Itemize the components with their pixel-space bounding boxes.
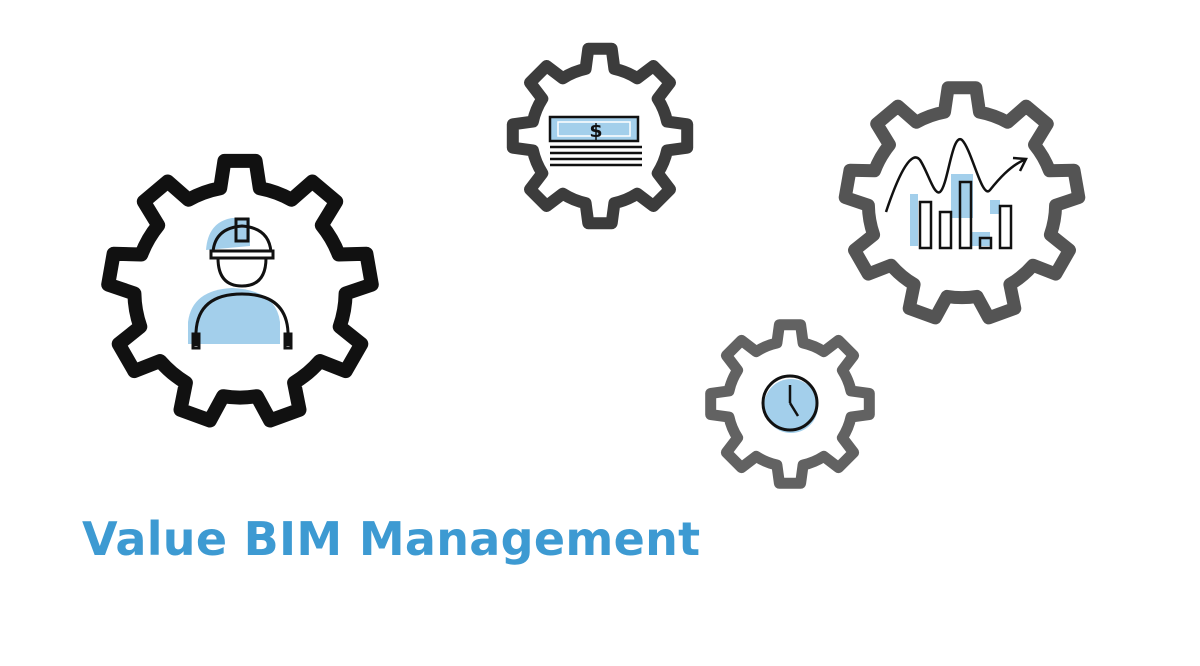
money-gear: $ — [506, 42, 694, 230]
construction-worker-icon — [188, 217, 293, 350]
worker-shoulders — [194, 292, 290, 346]
chart-trend-line — [884, 138, 1025, 213]
dollar-symbol: $ — [589, 120, 602, 142]
worker-helmet-crest — [234, 217, 250, 243]
worker-shoulder-left — [191, 332, 201, 350]
clock-face — [761, 374, 819, 432]
chart-bar-fill-1 — [910, 194, 918, 246]
worker-gear — [101, 153, 379, 428]
chart-bar-3 — [958, 180, 973, 250]
money-gear-outline — [506, 42, 694, 230]
chart-bar-fill-4 — [990, 200, 1000, 214]
worker-helmet-brim — [209, 249, 275, 260]
analytics-gear-outline — [838, 81, 1086, 325]
bill-top-inner — [557, 121, 631, 137]
chart-bar-4 — [978, 236, 993, 250]
time-gear-outline — [705, 319, 875, 489]
analytics-gear — [838, 81, 1086, 325]
bill-top — [548, 115, 640, 143]
worker-helmet-fill — [206, 218, 250, 250]
worker-shoulder-right — [283, 332, 293, 350]
chart-bar-1 — [918, 200, 933, 250]
worker-helmet — [211, 224, 273, 253]
bar-line-chart-icon — [884, 138, 1028, 250]
dollar-bills-icon: $ — [548, 115, 642, 167]
chart-bar-5 — [998, 204, 1013, 250]
clock-icon — [761, 374, 819, 433]
chart-bar-2 — [938, 210, 953, 250]
clock-minute-hand — [788, 402, 800, 417]
chart-trend-arrowhead — [1012, 156, 1028, 172]
time-gear — [705, 319, 875, 489]
page-title: Value BIM Management — [82, 512, 701, 566]
chart-bar-fill-2 — [951, 174, 973, 218]
worker-face — [216, 257, 268, 288]
worker-gear-outline — [101, 153, 379, 428]
